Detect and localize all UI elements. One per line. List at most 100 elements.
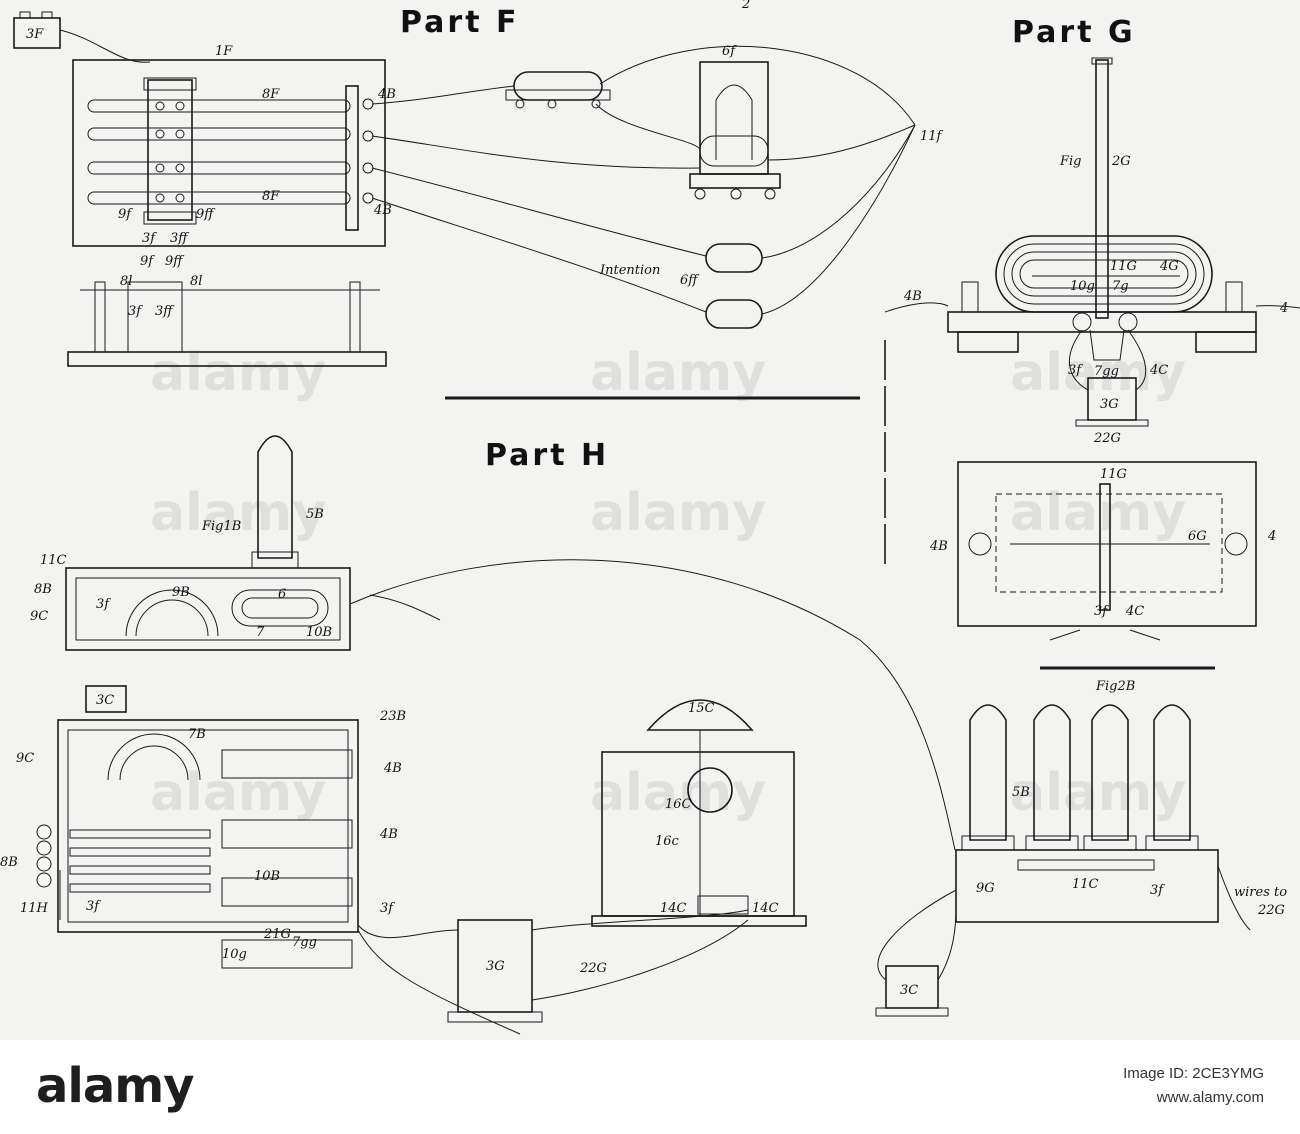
svg-text:3f: 3f bbox=[86, 899, 101, 914]
svg-text:alamy: alamy bbox=[590, 763, 766, 823]
patent-diagram: alamy alamy alamy alamy alamy alamy alam… bbox=[0, 0, 1300, 1035]
svg-text:23B: 23B bbox=[379, 709, 406, 724]
svg-text:9C: 9C bbox=[30, 609, 48, 624]
heading-part-f: Part F bbox=[400, 5, 520, 40]
svg-text:10g: 10g bbox=[1070, 279, 1095, 294]
engraving-plate: alamy alamy alamy alamy alamy alamy alam… bbox=[0, 0, 1300, 1040]
svg-text:3C: 3C bbox=[900, 983, 918, 998]
part-h-group: Fig1B 5B 11C 8B 9C 9B 3f 6 7 10B 3C 7B 2… bbox=[0, 435, 1287, 1035]
svg-text:alamy: alamy bbox=[150, 483, 326, 543]
svg-text:4B: 4B bbox=[383, 761, 402, 776]
svg-text:3f: 3f bbox=[1094, 604, 1109, 619]
svg-text:16c: 16c bbox=[655, 834, 680, 849]
svg-text:3f: 3f bbox=[96, 597, 111, 612]
svg-text:11G: 11G bbox=[1110, 259, 1137, 274]
svg-text:10B: 10B bbox=[306, 625, 332, 640]
svg-text:16C: 16C bbox=[665, 797, 692, 812]
svg-text:9f: 9f bbox=[140, 254, 155, 269]
svg-text:9C: 9C bbox=[16, 751, 34, 766]
svg-text:4B: 4B bbox=[377, 87, 396, 102]
svg-text:4G: 4G bbox=[1159, 259, 1179, 274]
svg-text:11G: 11G bbox=[1100, 467, 1127, 482]
watermark-layer: alamy alamy alamy alamy alamy alamy alam… bbox=[150, 343, 1186, 823]
svg-text:4B: 4B bbox=[379, 827, 398, 842]
svg-text:6: 6 bbox=[278, 587, 286, 602]
svg-text:3f: 3f bbox=[142, 231, 157, 246]
svg-text:3f: 3f bbox=[380, 901, 395, 916]
svg-text:5B: 5B bbox=[306, 507, 324, 522]
stock-footer: alamy Image ID: 2CE3YMG www.alamy.com bbox=[0, 1040, 1300, 1134]
svg-text:4C: 4C bbox=[1149, 363, 1168, 378]
svg-text:4B: 4B bbox=[373, 203, 392, 218]
svg-text:8B: 8B bbox=[34, 582, 52, 597]
heading-part-h: Part H bbox=[485, 438, 609, 473]
svg-text:alamy: alamy bbox=[1010, 763, 1186, 823]
svg-text:alamy: alamy bbox=[1010, 343, 1186, 403]
fig1b-box bbox=[65, 567, 351, 651]
svg-text:11C: 11C bbox=[40, 553, 67, 568]
svg-text:7B: 7B bbox=[188, 727, 206, 742]
svg-text:9B: 9B bbox=[172, 585, 190, 600]
svg-text:9ff: 9ff bbox=[196, 207, 216, 222]
footer-meta: Image ID: 2CE3YMG www.alamy.com bbox=[1123, 1062, 1264, 1110]
svg-text:3f: 3f bbox=[1150, 883, 1165, 898]
svg-text:3F: 3F bbox=[26, 27, 44, 42]
svg-text:4: 4 bbox=[1279, 301, 1288, 316]
svg-text:4B: 4B bbox=[903, 289, 922, 304]
svg-text:11H: 11H bbox=[20, 901, 49, 916]
svg-text:15C: 15C bbox=[688, 701, 715, 716]
svg-text:7g: 7g bbox=[1112, 279, 1129, 294]
svg-text:6ff: 6ff bbox=[680, 273, 700, 288]
svg-text:22G: 22G bbox=[1257, 903, 1285, 918]
heading-part-g: Part G bbox=[1012, 15, 1136, 50]
svg-text:9ff: 9ff bbox=[165, 254, 185, 269]
svg-text:2: 2 bbox=[741, 0, 750, 12]
svg-text:4B: 4B bbox=[929, 539, 948, 554]
svg-text:2G: 2G bbox=[1111, 154, 1131, 169]
svg-text:21G: 21G bbox=[263, 927, 291, 942]
svg-text:8F: 8F bbox=[262, 87, 280, 102]
svg-text:11f: 11f bbox=[920, 129, 944, 144]
switchboard bbox=[57, 719, 359, 933]
svg-text:alamy: alamy bbox=[590, 483, 766, 543]
svg-text:3G: 3G bbox=[1100, 397, 1119, 412]
site-url: www.alamy.com bbox=[1156, 1089, 1264, 1106]
svg-text:6G: 6G bbox=[1188, 529, 1207, 544]
svg-text:wires to: wires to bbox=[1234, 885, 1287, 900]
svg-text:Intention: Intention bbox=[599, 263, 660, 278]
svg-text:11C: 11C bbox=[1072, 877, 1099, 892]
svg-text:8l: 8l bbox=[120, 274, 132, 289]
svg-text:3ff: 3ff bbox=[170, 231, 190, 246]
svg-text:4: 4 bbox=[1267, 529, 1276, 544]
svg-text:alamy: alamy bbox=[150, 343, 326, 403]
svg-text:3G: 3G bbox=[486, 959, 505, 974]
svg-text:alamy: alamy bbox=[1010, 483, 1186, 543]
svg-text:Fig1B: Fig1B bbox=[201, 519, 241, 534]
part-f-group: 3F 1F 8F 8F 9f 9ff 3f 3ff 4B 4B bbox=[13, 0, 944, 367]
svg-text:10B: 10B bbox=[254, 869, 280, 884]
svg-text:1F: 1F bbox=[215, 44, 233, 59]
part-g-group: Fig 2G 11G 4G 10g 7g 7gg 4B 4 3G 22G 3f … bbox=[884, 57, 1300, 641]
svg-text:7: 7 bbox=[256, 625, 265, 640]
image-id: Image ID: 2CE3YMG bbox=[1123, 1065, 1264, 1082]
svg-text:4C: 4C bbox=[1125, 604, 1144, 619]
svg-text:9G: 9G bbox=[976, 881, 995, 896]
svg-text:8l: 8l bbox=[190, 274, 202, 289]
svg-text:Fig2B: Fig2B bbox=[1095, 679, 1135, 694]
frame-1f bbox=[72, 59, 386, 247]
svg-text:22G: 22G bbox=[579, 961, 607, 976]
svg-text:alamy: alamy bbox=[590, 343, 766, 403]
svg-text:22G: 22G bbox=[1093, 431, 1121, 446]
svg-text:3ff: 3ff bbox=[155, 304, 175, 319]
svg-text:7gg: 7gg bbox=[292, 935, 317, 950]
svg-text:5B: 5B bbox=[1012, 785, 1030, 800]
svg-text:14C: 14C bbox=[660, 901, 687, 916]
svg-text:7gg: 7gg bbox=[1094, 364, 1119, 379]
svg-text:14C: 14C bbox=[752, 901, 779, 916]
svg-text:6f: 6f bbox=[722, 44, 737, 59]
svg-text:10g: 10g bbox=[222, 947, 247, 962]
svg-text:3C: 3C bbox=[96, 693, 114, 708]
alamy-logo: alamy bbox=[36, 1058, 195, 1114]
svg-text:3f: 3f bbox=[128, 304, 143, 319]
svg-text:alamy: alamy bbox=[150, 763, 326, 823]
